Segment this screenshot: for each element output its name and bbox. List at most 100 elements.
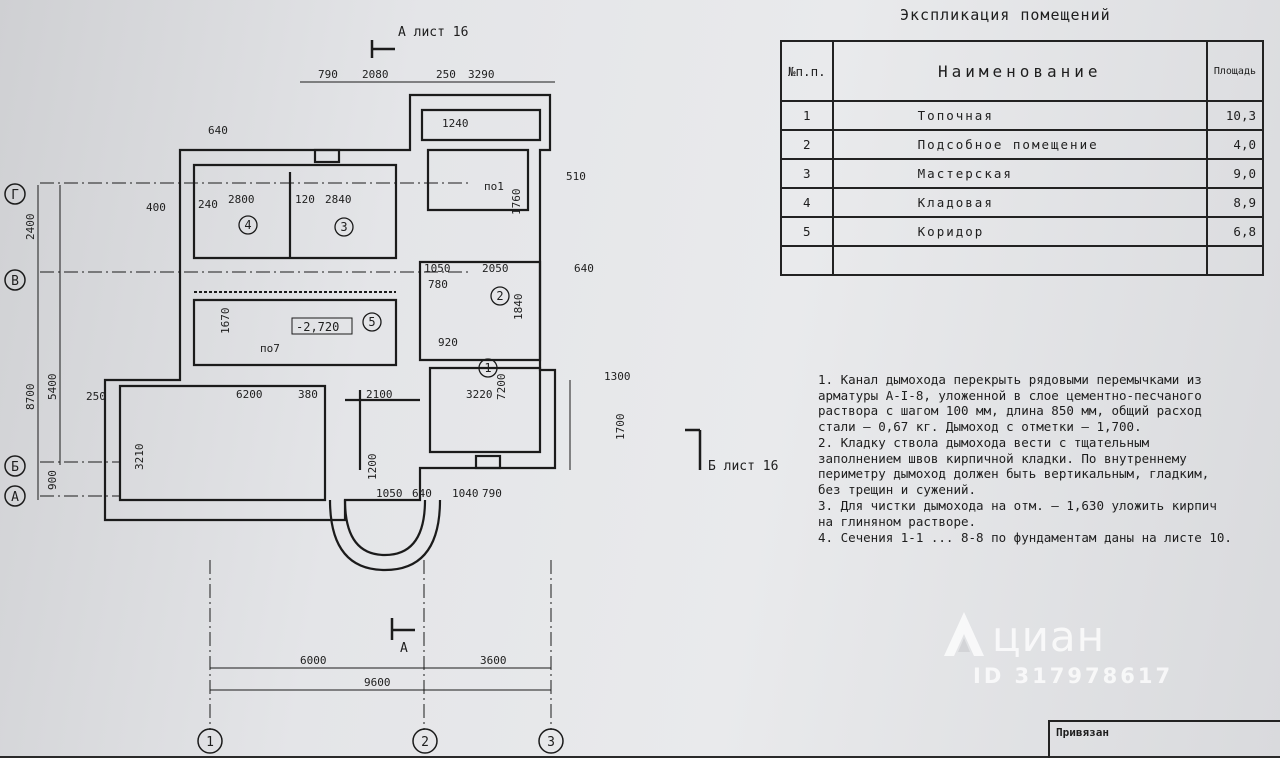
dim-misc: 2050 — [482, 262, 509, 275]
empty-cell — [831, 245, 1208, 276]
dim-misc: 1200 — [366, 454, 379, 481]
dim-top: 2080 — [362, 68, 389, 81]
explication-table: №п.п. Наименование Площадь 1 Топочная 10… — [780, 40, 1265, 276]
note-1: 1. Канал дымохода перекрыть рядовыми пер… — [818, 372, 1202, 434]
explication-title: Экспликация помещений — [900, 6, 1111, 24]
table-row: 2 Подсобное помещение 4,0 — [780, 129, 1265, 160]
row-num: 4 — [780, 187, 834, 218]
dim-misc: 2800 — [228, 193, 255, 206]
dim-misc: 780 — [428, 278, 448, 291]
table-row: 3 Мастерская 9,0 — [780, 158, 1265, 189]
axis-label-2: 2 — [421, 735, 429, 750]
room-marker-1: 1 — [484, 361, 491, 375]
watermark: циан ID 317978617 — [940, 608, 1200, 698]
row-area: 8,9 — [1205, 187, 1265, 218]
watermark-brand: циан — [992, 612, 1106, 661]
dim-left: 900 — [46, 470, 59, 490]
axis-label-g: Г — [11, 188, 19, 203]
row-area: 9,0 — [1205, 158, 1265, 189]
table-row: 5 Коридор 6,8 — [780, 216, 1265, 247]
dim-misc: 120 — [295, 193, 315, 206]
room-marker-2: 2 — [496, 289, 503, 303]
row-name: Коридор — [831, 216, 1208, 247]
dim-left: 2400 — [24, 214, 37, 241]
row-num: 1 — [780, 100, 834, 131]
axis-lines — [40, 182, 552, 730]
dim-misc: 240 — [198, 198, 218, 211]
dimension-lines — [37, 81, 571, 691]
section-a-bottom-label: А — [400, 641, 408, 656]
room-marker-5: 5 — [368, 315, 375, 329]
row-area: 10,3 — [1205, 100, 1265, 131]
watermark-id: ID 317978617 — [973, 664, 1174, 688]
dim-misc: 7200 — [495, 374, 508, 401]
room-marker-4: 4 — [244, 218, 251, 232]
dim-misc: 6200 — [236, 388, 263, 401]
row-num: 5 — [780, 216, 834, 247]
empty-cell — [1205, 245, 1265, 276]
axis-label-1: 1 — [206, 735, 214, 750]
header-area: Площадь — [1205, 40, 1265, 102]
dim-misc: 1240 — [442, 117, 469, 130]
dim-misc: 1300 — [604, 370, 631, 383]
dim-misc: 640 — [208, 124, 228, 137]
dim-misc: 2840 — [325, 193, 352, 206]
stamp-label: Привязан — [1056, 726, 1109, 739]
row-name: Мастерская — [831, 158, 1208, 189]
dim-misc: 2100 — [366, 388, 393, 401]
dim-misc: 640 — [574, 262, 594, 275]
dim-bottom: 6000 — [300, 654, 327, 667]
label-po: по1 — [484, 180, 504, 193]
row-num: 2 — [780, 129, 834, 160]
header-name: Наименование — [831, 40, 1208, 102]
row-name: Топочная — [831, 100, 1208, 131]
room-marker-3: 3 — [340, 220, 347, 234]
table-row: 4 Кладовая 8,9 — [780, 187, 1265, 218]
dim-misc: 1050 — [424, 262, 451, 275]
explication-header-row: №п.п. Наименование Площадь — [780, 40, 1265, 102]
dim-top: 790 — [318, 68, 338, 81]
notes-block: 1. Канал дымохода перекрыть рядовыми пер… — [818, 372, 1238, 547]
elevation-box — [291, 317, 353, 335]
dim-misc: 400 — [146, 201, 166, 214]
cian-logo-icon — [944, 612, 984, 656]
dim-top: 3290 — [468, 68, 495, 81]
row-area: 4,0 — [1205, 129, 1265, 160]
dimension-texts: 790 2080 250 3290 6000 3600 9600 2400 54… — [24, 68, 631, 689]
dim-left: 5400 — [46, 374, 59, 401]
axis-label-3: 3 — [547, 735, 555, 750]
walls — [103, 93, 557, 572]
row-area: 6,8 — [1205, 216, 1265, 247]
note-3: 3. Для чистки дымохода на отм. – 1,630 у… — [818, 498, 1217, 529]
table-row-empty — [780, 245, 1265, 276]
dim-misc: 510 — [566, 170, 586, 183]
note-2: 2. Кладку ствола дымохода вести с тщател… — [818, 435, 1210, 497]
dim-misc: 3220 — [466, 388, 493, 401]
axis-bubbles: Г В Б А 1 2 3 — [4, 183, 564, 754]
dim-misc: 3210 — [133, 444, 146, 471]
row-num: 3 — [780, 158, 834, 189]
dim-misc: 1840 — [512, 294, 525, 321]
elevation-mark: -2,720 — [296, 320, 339, 334]
axis-label-v: В — [11, 274, 19, 289]
dim-misc: 1700 — [614, 414, 627, 441]
section-a-top-label: А лист 16 — [398, 25, 468, 40]
section-b-right-label: Б лист 16 — [708, 459, 778, 474]
axis-label-a: А — [11, 490, 19, 505]
label-po: по7 — [260, 342, 280, 355]
header-num: №п.п. — [780, 40, 834, 102]
dim-misc: 250 — [86, 390, 106, 403]
dim-misc: 640 — [412, 487, 432, 500]
row-name: Подсобное помещение — [831, 129, 1208, 160]
dim-bottom: 3600 — [480, 654, 507, 667]
row-name: Кладовая — [831, 187, 1208, 218]
dim-misc: 1760 — [510, 189, 523, 216]
table-row: 1 Топочная 10,3 — [780, 100, 1265, 131]
dim-misc: 1040 — [452, 487, 479, 500]
empty-cell — [780, 245, 834, 276]
dim-misc: 1670 — [219, 308, 232, 335]
dim-misc: 1050 — [376, 487, 403, 500]
dim-misc: 380 — [298, 388, 318, 401]
